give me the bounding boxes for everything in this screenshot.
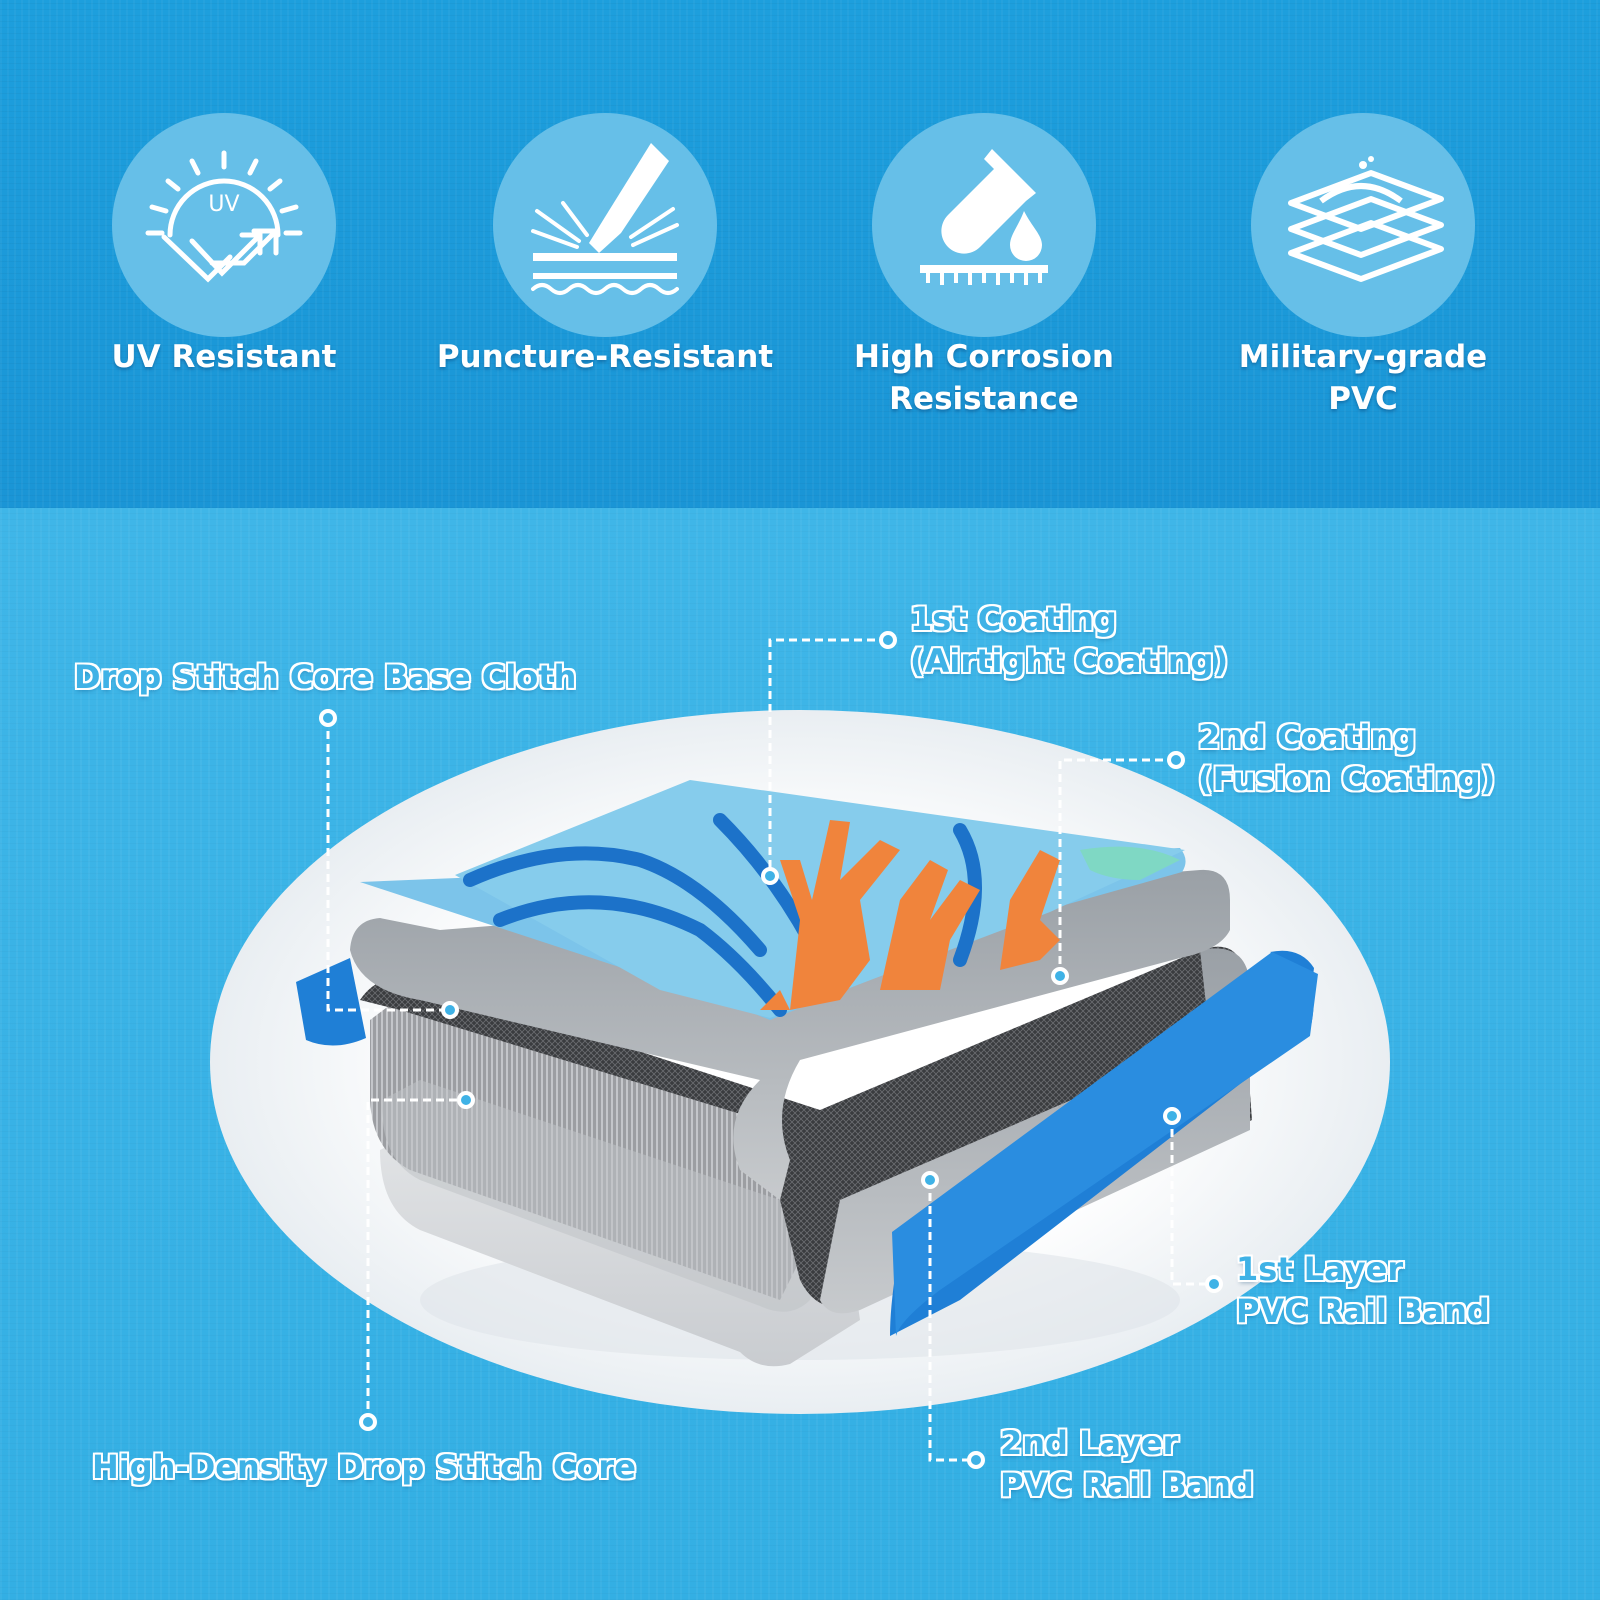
uv-sun-icon: UV (145, 150, 303, 283)
puncture-resistant-badge (493, 113, 717, 337)
feature-label-uv: UV Resistant (111, 339, 337, 375)
callout-second-coating: 2nd Coating (Fusion Coating) (1198, 718, 1496, 798)
callout-first-coating: 1st Coating (Airtight Coating) (910, 600, 1229, 680)
callout-drop-stitch-core: High-Density Drop Stitch Core (92, 1448, 636, 1486)
left-rail-band (296, 958, 366, 1046)
feature-label-corrosion: High Corrosion Resistance (854, 339, 1114, 417)
blade-puncture-icon (531, 143, 679, 295)
coral-pattern (760, 820, 1060, 1010)
callout-second-rail-band: 2nd Layer PVC Rail Band (1000, 1424, 1254, 1504)
layered-sheets-icon (1288, 156, 1444, 282)
military-pvc-badge (1251, 113, 1475, 337)
uv-badge-text: UV (208, 192, 239, 217)
uv-resistant-badge: UV (112, 113, 336, 337)
feature-label-pvc: Military-grade PVC (1238, 339, 1488, 417)
corrosion-resistance-badge (872, 113, 1096, 337)
feature-label-puncture: Puncture-Resistant (436, 339, 774, 375)
callout-base-cloth: Drop Stitch Core Base Cloth (74, 658, 577, 696)
rail-band-inner (892, 952, 1318, 1336)
callout-dots (319, 631, 1223, 1469)
bottom-skin (381, 1080, 820, 1312)
teal-accent (1080, 846, 1180, 880)
test-tube-drop-icon (920, 149, 1048, 285)
callout-leaders (326, 638, 1214, 1462)
callout-first-rail-band: 1st Layer PVC Rail Band (1236, 1250, 1490, 1330)
